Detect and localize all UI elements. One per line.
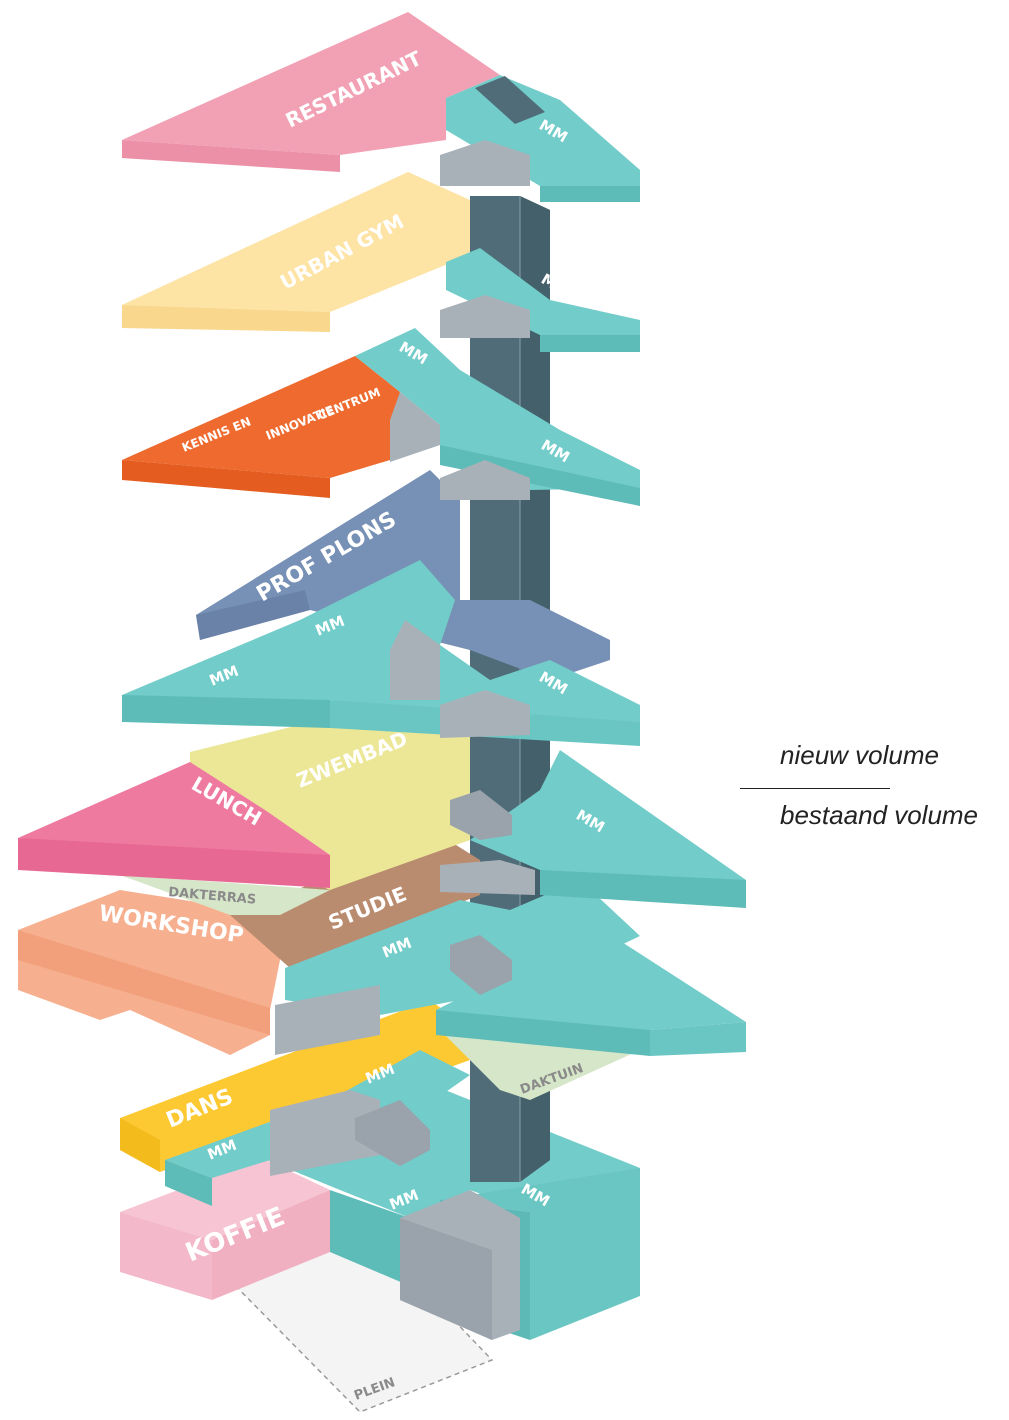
legend-existing-volume: bestaand volume (780, 800, 979, 830)
volume-mm-restaurant: MM (440, 75, 640, 202)
volume-koffie: KOFFIE (120, 1158, 330, 1300)
volume-workshop: WORKSHOP (18, 890, 280, 1055)
volume-mm-prof-plons: MM MM MM (122, 560, 640, 746)
volume-kennis: KENNIS EN INNOVATIE CENTRUM (122, 356, 400, 498)
volume-mm-right-middle: MM (440, 750, 746, 908)
volume-restaurant: RESTAURANT (122, 12, 500, 172)
volume-urban-gym: URBAN GYM (122, 172, 470, 332)
volume-mm-kennis: MM MM (355, 328, 640, 506)
volume-mm-workshop: MM (275, 880, 640, 1055)
volume-mm-gym: MM (440, 248, 640, 352)
volume-dans: DANS (120, 1000, 470, 1172)
volume-mm-ground: MM MM (262, 1088, 640, 1340)
legend-new-volume: nieuw volume (780, 740, 939, 770)
legend-divider (740, 788, 890, 789)
